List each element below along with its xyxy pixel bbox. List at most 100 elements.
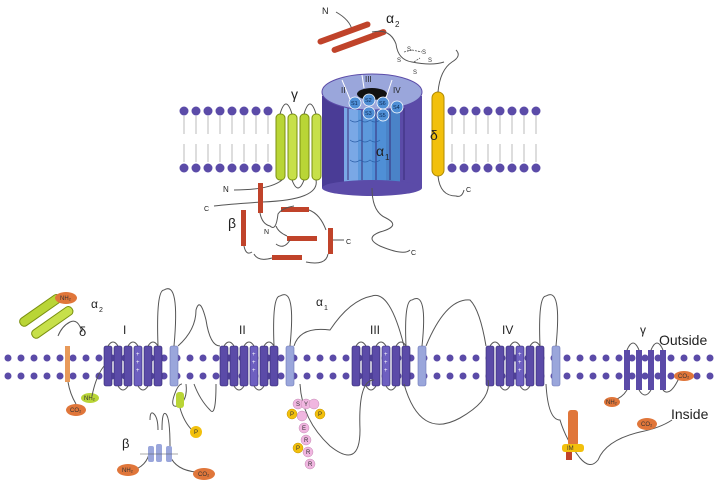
- membrane-dot: [680, 354, 688, 362]
- membrane-dot: [654, 372, 662, 380]
- segment-loop: [137, 385, 149, 391]
- membrane-dot: [472, 354, 480, 362]
- top-alpha2-sub: 2: [395, 20, 400, 29]
- bottom-nh2-tag-4: NH₂: [606, 400, 618, 406]
- segment-loop: [509, 341, 521, 347]
- membrane-dot: [82, 372, 90, 380]
- svg-text:S: S: [397, 58, 401, 64]
- membrane-dot: [615, 372, 623, 380]
- segment-loop: [117, 385, 129, 391]
- lipid-head: [227, 163, 237, 173]
- svg-text:S: S: [422, 50, 426, 56]
- pore-helix: [417, 345, 427, 387]
- membrane-dot: [329, 354, 337, 362]
- membrane-dot: [459, 372, 467, 380]
- transmembrane-segment: [103, 345, 113, 387]
- lipid-head: [519, 163, 529, 173]
- top-n-label-2: N: [223, 185, 229, 194]
- lipid-head: [531, 106, 541, 116]
- lipid-head: [507, 163, 517, 173]
- bottom-gamma-subunit: [604, 342, 694, 407]
- membrane-dot: [459, 354, 467, 362]
- membrane-dot: [17, 372, 25, 380]
- membrane-dot: [342, 354, 350, 362]
- segment-loop: [375, 341, 387, 347]
- bottom-beta-subunit: [117, 412, 215, 480]
- bottom-co2-tag-5: CO₂: [678, 374, 690, 380]
- transmembrane-segment: [123, 345, 133, 387]
- charge-mark: +: [136, 368, 140, 374]
- charge-mark: +: [252, 352, 256, 358]
- bottom-beta-label: β: [122, 436, 129, 451]
- membrane-dot: [69, 372, 77, 380]
- segment-loop: [499, 385, 511, 391]
- segment-loop: [243, 341, 255, 347]
- n-terminal: [91, 365, 105, 397]
- interdomain-loop: [425, 299, 487, 347]
- bottom-co2-tag-1: CO₂: [70, 408, 82, 414]
- interdomain-loop: [177, 304, 221, 347]
- membrane-dot: [628, 372, 636, 380]
- membrane-dot: [589, 372, 597, 380]
- segment-loop: [395, 341, 407, 347]
- segment-label: S1: [351, 101, 358, 107]
- svg-text:P: P: [290, 412, 294, 418]
- svg-text:P: P: [296, 446, 300, 452]
- membrane-dot: [69, 354, 77, 362]
- transmembrane-segment: [153, 345, 163, 387]
- membrane-dot: [602, 354, 610, 362]
- lipid-head: [507, 106, 517, 116]
- bottom-alpha2-delta: [19, 292, 99, 416]
- membrane-dot: [303, 354, 311, 362]
- disulfide-bonds: S S S S S: [397, 47, 432, 76]
- segment-loop: [147, 341, 159, 347]
- pore-helix: [551, 345, 561, 387]
- top-c-label-2: C: [346, 239, 351, 246]
- transmembrane-segment: [229, 345, 239, 387]
- lipid-head: [531, 163, 541, 173]
- bottom-nh2-tag-3: NH₂: [122, 468, 134, 474]
- bottom-co2-tag-4: CO₂: [641, 422, 653, 428]
- bottom-alpha2-sub: 2: [99, 307, 103, 314]
- membrane-dot: [446, 372, 454, 380]
- outside-label: Outside: [659, 332, 707, 348]
- membrane-dot: [4, 372, 12, 380]
- segment-loop: [233, 385, 245, 391]
- lipid-head: [203, 163, 213, 173]
- lipid-head: [227, 106, 237, 116]
- svg-text:S: S: [296, 402, 300, 408]
- membrane-dot: [43, 372, 51, 380]
- membrane-dot: [433, 372, 441, 380]
- membrane-dot: [641, 354, 649, 362]
- segment-label: S3: [365, 111, 372, 117]
- lipid-head: [215, 163, 225, 173]
- charge-mark: +: [518, 368, 522, 374]
- membrane-dot: [30, 354, 38, 362]
- svg-text:Y: Y: [304, 402, 308, 408]
- transmembrane-segment: [113, 345, 123, 387]
- bead-letters: S Y P P E R P R R: [290, 402, 322, 468]
- lipid-head: [203, 106, 213, 116]
- membrane-dot: [693, 372, 701, 380]
- segment-label: S2: [365, 98, 372, 104]
- segment-loop: [529, 341, 541, 347]
- membrane-dot: [667, 354, 675, 362]
- svg-text:E: E: [302, 426, 306, 432]
- membrane-dot: [186, 372, 194, 380]
- pore-loop: [539, 294, 559, 347]
- top-delta-subunit: [431, 49, 465, 197]
- membrane-dot: [472, 372, 480, 380]
- membrane-dot: [56, 372, 64, 380]
- bottom-domain-I: I: [123, 323, 126, 337]
- transmembrane-segment: [495, 345, 505, 387]
- alpha1-domains: ++++++++++++: [91, 288, 561, 397]
- segment-label: S5: [379, 113, 386, 119]
- transmembrane-segment: [505, 345, 515, 387]
- pore-loop: [273, 294, 293, 347]
- transmembrane-segment: [401, 345, 411, 387]
- lipid-head: [519, 106, 529, 116]
- pore-helix: [169, 345, 179, 387]
